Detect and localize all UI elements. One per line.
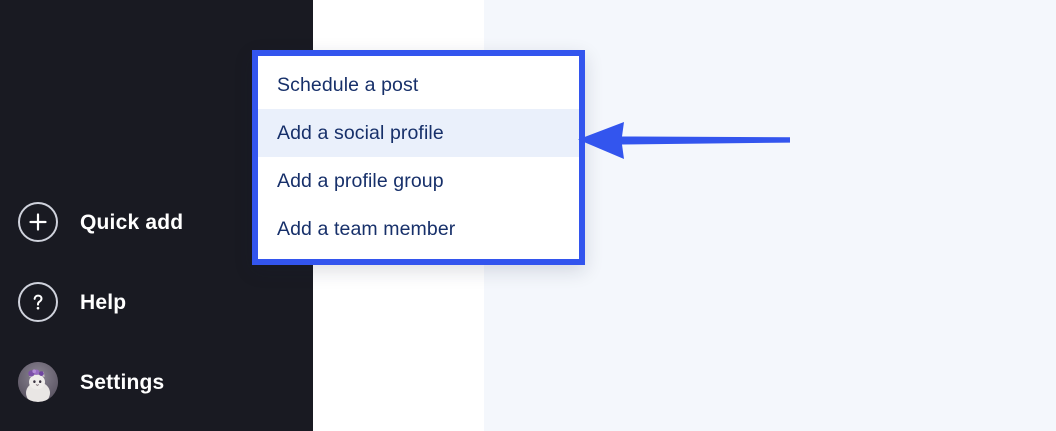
- sidebar-item-help[interactable]: Help: [18, 282, 126, 322]
- plus-circle-icon: [18, 202, 58, 242]
- question-circle-icon: [18, 282, 58, 322]
- sidebar-item-label: Settings: [80, 370, 165, 394]
- sidebar-item-label: Help: [80, 290, 127, 314]
- sidebar-item-label: Quick add: [80, 210, 184, 234]
- menu-item-add-a-social-profile[interactable]: Add a social profile: [258, 109, 579, 157]
- sidebar-item-quick-add[interactable]: Quick add: [18, 202, 183, 242]
- quick-add-dropdown-menu: Schedule a post Add a social profile Add…: [252, 50, 585, 265]
- menu-item-add-a-profile-group[interactable]: Add a profile group: [277, 169, 444, 192]
- menu-item-schedule-a-post[interactable]: Schedule a post: [277, 73, 419, 96]
- sidebar-item-settings[interactable]: Settings: [18, 362, 164, 402]
- menu-list: Schedule a post Add a social profile Add…: [258, 56, 579, 259]
- avatar-icon: [18, 362, 58, 402]
- menu-item-add-a-team-member[interactable]: Add a team member: [277, 217, 456, 240]
